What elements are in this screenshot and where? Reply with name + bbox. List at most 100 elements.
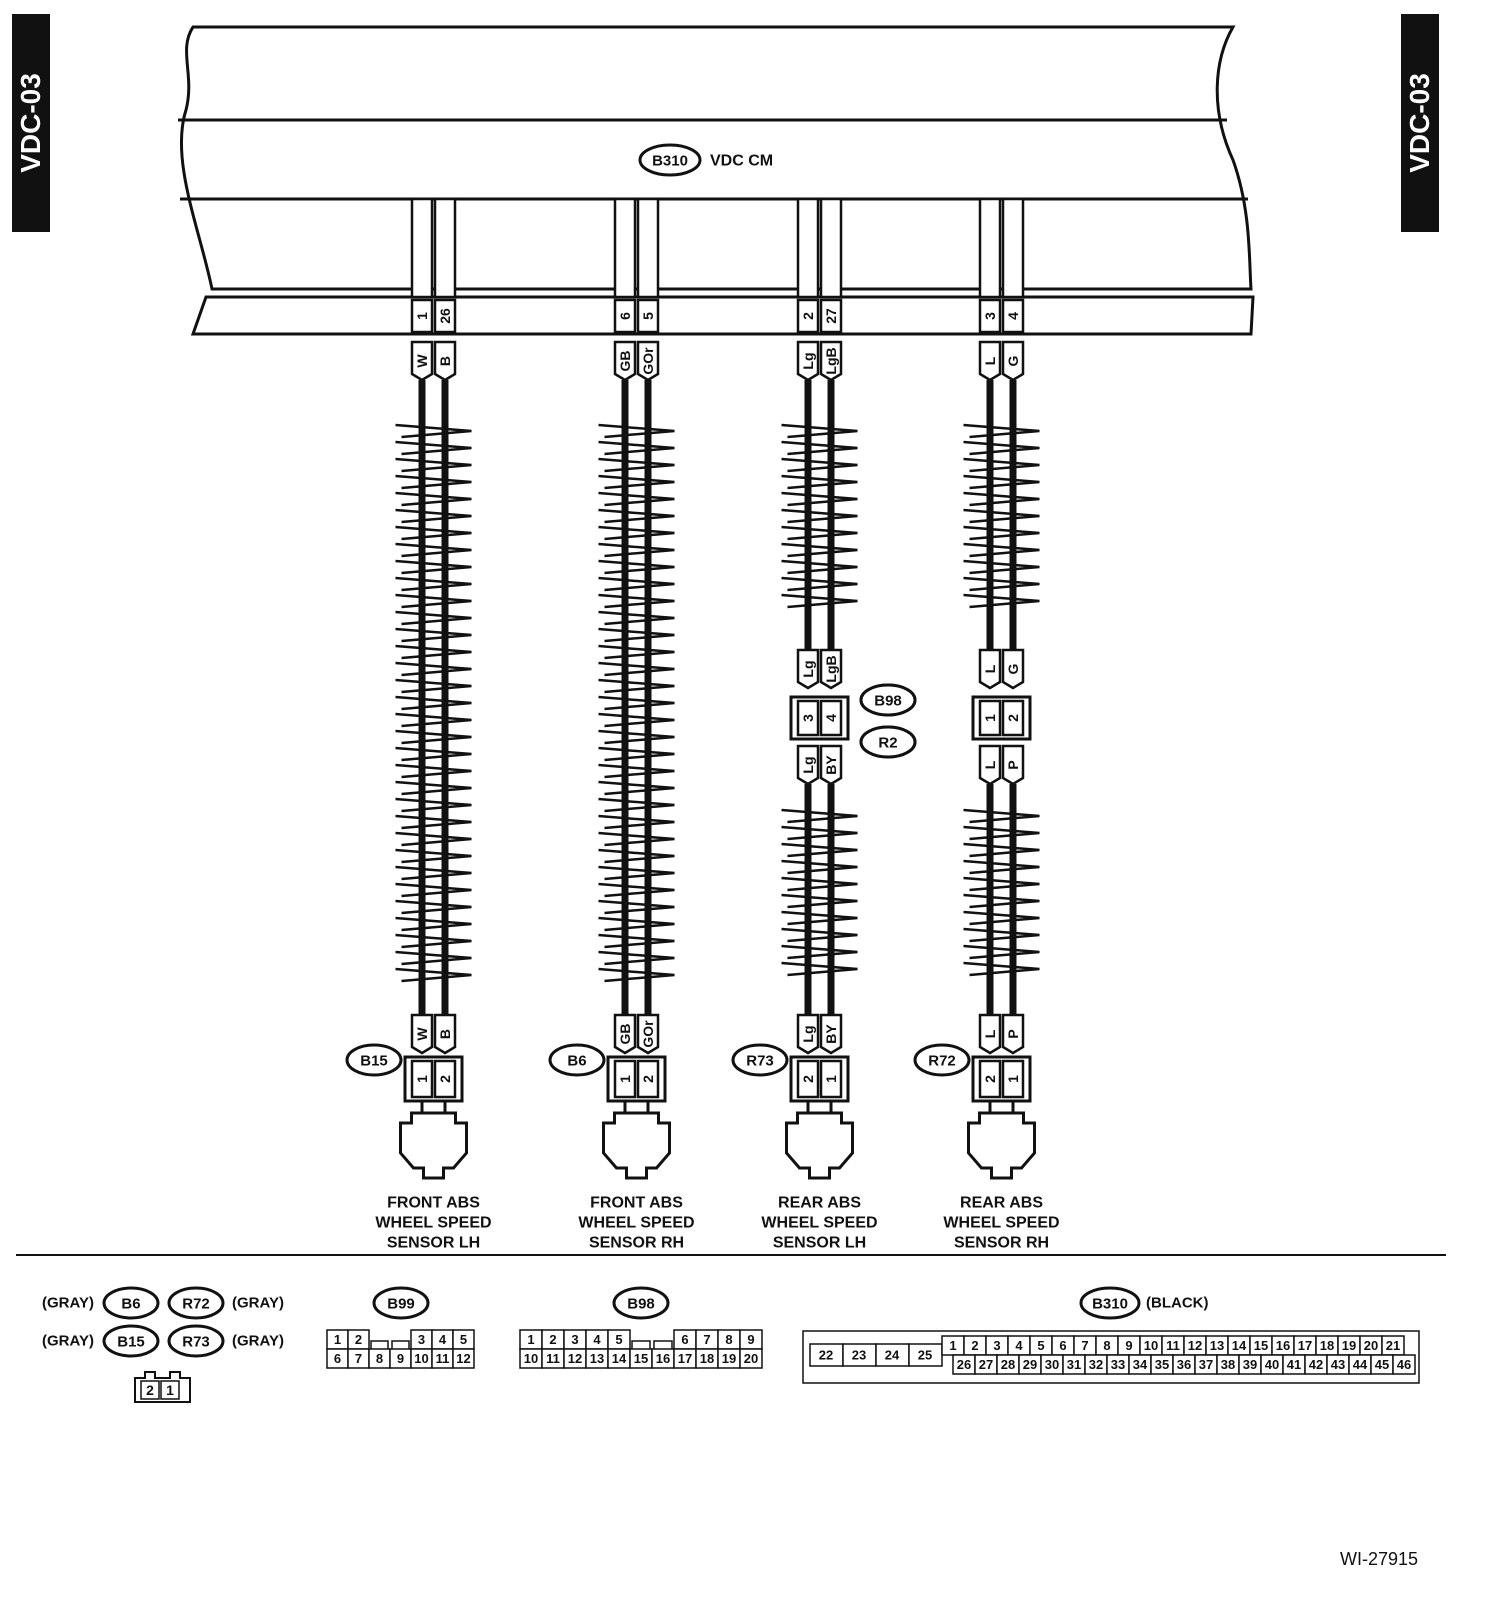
connector-id-text: B310 [652, 153, 688, 170]
shield-lower [781, 808, 858, 977]
pin-number: 2 [982, 1075, 998, 1083]
pin-number: 2 [1005, 714, 1021, 722]
legend-pin-number: 30 [1045, 1357, 1059, 1372]
module-wire-stub [796, 197, 820, 299]
wire-color-cell [819, 1013, 843, 1055]
sensor-connector-id: B15 [345, 1043, 403, 1077]
legend-b310-color: (BLACK) [1146, 1295, 1208, 1312]
pin-number: 1 [982, 714, 998, 722]
pin-number: 26 [437, 308, 453, 324]
legend-pin-number: 40 [1265, 1357, 1279, 1372]
legend-pin-number: 5 [460, 1332, 467, 1347]
legend-color-label: (GRAY) [42, 1333, 94, 1350]
legend-pin-number: 17 [1298, 1338, 1312, 1353]
pin-cell [410, 298, 434, 334]
legend-color-label: (GRAY) [232, 1333, 284, 1350]
shield-upper [781, 423, 858, 609]
legend-pin-number: 14 [1232, 1338, 1247, 1353]
sensor-label-line: FRONT ABS [387, 1195, 480, 1212]
legend-pin-number: 3 [571, 1332, 578, 1347]
legend-pin-number: 4 [439, 1332, 447, 1347]
sensor-label-line: WHEEL SPEED [375, 1215, 491, 1232]
pin-cell [819, 1059, 843, 1099]
wire-color-cell [819, 340, 843, 382]
connector-id-text: B15 [360, 1053, 388, 1070]
legend-pin-number: 15 [1254, 1338, 1268, 1353]
legend-connector-id: B15 [102, 1324, 160, 1358]
wire-color-cell [433, 340, 457, 382]
shield-zigzag [395, 423, 472, 983]
legend-connector-id: R73 [167, 1324, 225, 1358]
legend-pin-number: 37 [1199, 1357, 1213, 1372]
wire-color-cell [978, 744, 1002, 786]
shield-upper [963, 423, 1040, 609]
vdc-control-module [178, 25, 1255, 336]
sensor-connector-id: R72 [913, 1043, 971, 1077]
sensor-label-line: WHEEL SPEED [578, 1215, 694, 1232]
wire-color-label: P [1005, 760, 1021, 769]
legend-pin-number: 2 [549, 1332, 556, 1347]
legend-pin-number: 2 [146, 1382, 154, 1398]
legend-pin-number: 7 [703, 1332, 710, 1347]
connector-id-oval [859, 683, 917, 717]
wire-color-label: G [1005, 663, 1021, 674]
legend-pin-number: 41 [1287, 1357, 1301, 1372]
module-wire-stub [613, 197, 637, 299]
legend-pin-number: 33 [1111, 1357, 1125, 1372]
wire-color-label: LgB [823, 655, 839, 682]
legend-connector-id: R72 [167, 1286, 225, 1320]
wire-color-cell [433, 1013, 457, 1055]
pin-number: 4 [1005, 312, 1021, 320]
vdc-cm-text: VDC CM [710, 153, 773, 170]
wire-color-cell [978, 648, 1002, 690]
pin-cell [636, 1059, 660, 1099]
wire-color-label: L [982, 760, 998, 769]
wire-color-cell [978, 340, 1002, 382]
legend-color-label: (GRAY) [42, 1295, 94, 1312]
wheel-speed-sensor [967, 1111, 1036, 1180]
wire-color-label: G [1005, 355, 1021, 366]
wire-color-cell [819, 648, 843, 690]
pin-number: 1 [414, 1075, 430, 1083]
legend-pin-number: 12 [568, 1351, 582, 1366]
legend-pin-number: 16 [1276, 1338, 1290, 1353]
wire-color-label: B [437, 356, 453, 366]
wire-color-cell [796, 744, 820, 786]
legend-pin-number: 10 [524, 1351, 538, 1366]
legend-pin-number: 12 [456, 1351, 470, 1366]
wire-color-cell [819, 744, 843, 786]
pin-cell [1001, 1059, 1025, 1099]
pin-cell [819, 699, 843, 737]
wire-color-cell [1001, 648, 1025, 690]
legend-pin-number: 2 [971, 1338, 978, 1353]
wire-color-label: BY [823, 755, 839, 775]
legend-connector-id: B6 [102, 1286, 160, 1320]
wheel-speed-sensor-body [785, 1111, 854, 1180]
legend-pin-number: 35 [1155, 1357, 1169, 1372]
legend-key-notch [370, 1340, 389, 1349]
legend-pin-number: 4 [593, 1332, 601, 1347]
wire-color-label: BY [823, 1024, 839, 1044]
connector-id-text: B98 [627, 1296, 655, 1313]
legend-pin-number: 8 [376, 1351, 383, 1366]
legend-pin-number: 8 [725, 1332, 732, 1347]
legend-pin-number: 22 [819, 1348, 833, 1363]
legend-pin-number: 24 [885, 1348, 900, 1363]
sensor-label-line: SENSOR RH [589, 1235, 684, 1252]
pin-number: 2 [640, 1075, 656, 1083]
legend-pin-number: 19 [1342, 1338, 1356, 1353]
wire-color-label: Lg [800, 352, 816, 369]
pin-cell [410, 1059, 434, 1099]
pin-cell [978, 699, 1002, 737]
page-tab-left: VDC-03 [12, 14, 50, 232]
legend-pin-number: 2 [355, 1332, 362, 1347]
pin-number: 1 [617, 1075, 633, 1083]
